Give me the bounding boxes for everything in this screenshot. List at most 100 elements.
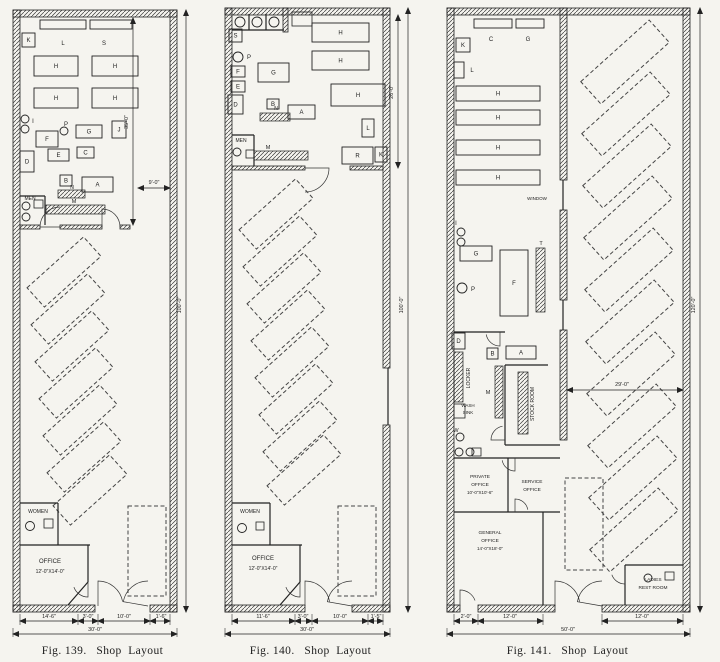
wall [224,604,306,613]
equipment-E [230,80,246,93]
equipment-S [228,28,243,43]
parking-stall [337,505,377,597]
dimension-label: 29'-0" [615,382,629,388]
equipment-label: A [95,183,99,189]
figure-141-caption: Fig. 141. Shop Layout [506,645,629,657]
room-label: T [539,241,543,247]
equipment-G [515,18,545,29]
fixture-box [453,403,466,419]
room-label: SERVICE [522,479,543,485]
equipment-J [111,120,127,139]
equipment-label: F [512,281,516,287]
equipment-label: L [470,68,474,74]
fixture-circle [454,447,464,457]
wall [59,224,103,230]
dimension-label: 100'-0" [177,297,183,314]
parking-stall [589,487,679,573]
equipment-label: E [56,153,60,159]
door-swing [514,498,529,512]
dimension-label: 35'-0" [124,115,130,129]
room-label: P [64,122,68,128]
door-swing [611,570,626,585]
equipment-label: L [61,41,65,47]
wall [12,9,21,613]
equipment-label: G [87,130,92,136]
equipment-H [455,139,541,156]
equipment-label: H [54,64,58,70]
room-label: W [453,428,459,434]
equipment-label: H [496,146,500,152]
equipment-label: G [271,71,276,77]
fixture-box [291,11,313,27]
dimension-label: 26'-0" [389,85,395,99]
equipment-B [59,174,73,187]
door-swing [576,580,603,607]
door-swing [501,458,516,472]
wall [382,7,391,369]
equipment-label: G [474,252,479,258]
room-label: WOMEN [240,509,260,515]
fixture-circle [251,16,263,28]
equipment-H [311,22,370,43]
equipment-H [455,85,541,102]
room-label: N [274,106,278,112]
equipment-label: G [526,37,531,43]
fixture-circle [25,521,35,531]
equipment-H [91,55,139,77]
room-label: STOCK ROOM [530,387,536,421]
workbench [57,189,86,199]
equipment-K [21,32,36,48]
room-label: WOMEN [28,509,48,515]
room-label: OFFICE [39,559,61,565]
equipment-G [75,124,103,139]
equipment-label: S [233,34,237,40]
door-swing [459,589,476,606]
workbench [45,204,106,215]
dimension-label: 1'-6" [156,614,167,620]
room-label: P [471,287,475,293]
wall [349,165,384,171]
room-label: M [486,390,491,396]
door-swing [326,580,353,607]
dimension-label: 100'-0" [399,297,405,314]
equipment-label: J [118,128,121,134]
equipment-L [39,19,87,30]
equipment-B [266,98,280,110]
parking-stall [254,326,330,398]
wall [224,7,391,16]
fixture-circle [59,126,69,136]
equipment-A [81,176,114,193]
room-label: M [72,199,77,205]
equipment-label: A [519,351,523,357]
equipment-label: L [366,126,370,132]
parking-stall [587,383,677,469]
equipment-G [459,245,493,262]
room-label: OFFICE [471,482,489,488]
door-swing [73,582,89,598]
equipment-D [19,150,35,173]
parking-stall [52,454,128,526]
room-label: LADIES [644,577,661,583]
fixture-box [471,447,482,457]
equipment-label: K [461,43,465,49]
equipment-E [47,148,70,162]
dimension-label: 12'-0" [503,614,517,620]
room-label: PRIVATE [470,474,490,480]
equipment-label: D [233,103,238,109]
figure-139-caption: Fig. 139. Shop Layout [41,645,164,657]
fixture-circle [232,147,242,157]
room-label: GENERAL [479,530,502,536]
dimension-label: 12'-0" [635,614,649,620]
door-swing [122,580,149,607]
equipment-H [33,55,79,77]
parking-stall [266,434,342,506]
equipment-label: B [490,352,494,358]
door-swing [304,580,330,606]
dimension-label: 30'-0" [88,627,102,633]
equipment-K [374,146,388,163]
equipment-label: F [236,70,240,76]
fixture-circle [456,237,466,247]
